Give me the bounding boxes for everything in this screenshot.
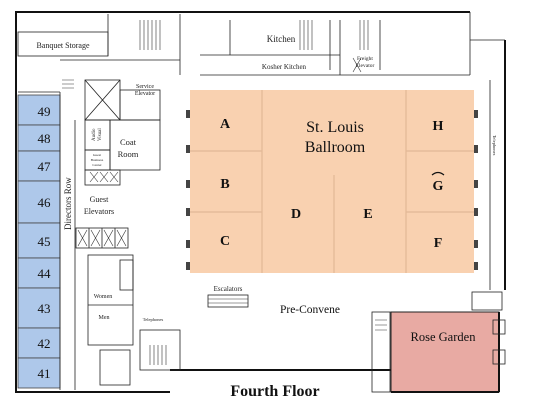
guest-business-center-label-1: Guest (93, 153, 101, 157)
rose-garden-label: Rose Garden (411, 330, 477, 344)
audio-visual-label-1: Audio (92, 128, 97, 141)
guest-elevators-label-2: Elevators (84, 207, 114, 216)
banquet-storage-label: Banquet Storage (36, 41, 90, 50)
room-49-label: 49 (38, 104, 51, 119)
telephones-right-label: Telephones (492, 135, 497, 156)
service-elevator-label-1: Service (136, 84, 154, 90)
section-f-label[interactable]: F (434, 236, 443, 251)
pre-convene-label: Pre-Convene (280, 304, 340, 316)
section-g-arc (431, 171, 445, 176)
coat-room-label-1: Coat (120, 137, 137, 147)
service-elevator-label-2: Elevator (135, 91, 155, 97)
floor-title: Fourth Floor (230, 383, 319, 400)
rose-garden-area[interactable] (391, 312, 499, 392)
directors-row-label: Directors Row (63, 177, 73, 230)
ballroom-title-line1: St. Louis (306, 119, 364, 136)
section-c-label[interactable]: C (220, 234, 230, 249)
audio-visual-label-2: Visual (98, 128, 103, 141)
building-walls (15, 11, 506, 393)
room-44-label: 44 (38, 266, 52, 281)
section-e-label[interactable]: E (363, 207, 372, 222)
room-44[interactable] (17, 257, 61, 289)
telephones-left-label: Telephones (143, 317, 164, 322)
guest-elevators-label-1: Guest (90, 195, 109, 204)
room-46-label: 46 (38, 195, 52, 210)
coat-room-label-2: Room (118, 149, 139, 159)
room-47-label: 47 (38, 159, 52, 174)
room-48-label: 48 (38, 131, 51, 146)
men-label: Men (99, 315, 110, 321)
section-g-label[interactable]: G (433, 179, 444, 194)
guest-business-center-label-3: Center (92, 163, 102, 167)
room-43[interactable] (17, 287, 61, 329)
section-d-label[interactable]: D (291, 207, 301, 222)
directors-row-rooms (17, 94, 61, 389)
room-43-label: 43 (38, 301, 51, 316)
ballroom-title-line2: Ballroom (305, 139, 366, 156)
ballroom-wall-studs (186, 110, 478, 270)
guest-business-center-label-2: Business (91, 158, 104, 162)
women-label: Women (94, 294, 113, 300)
room-41-label: 41 (38, 366, 51, 381)
kosher-kitchen-label: Kosher Kitchen (262, 63, 307, 71)
elevator-cross-marks (77, 57, 362, 247)
escalators-label: Escalators (214, 285, 243, 293)
room-45-label: 45 (38, 234, 51, 249)
freight-elevator-label-2: Elevator (356, 63, 375, 69)
section-a-label[interactable]: A (220, 117, 231, 132)
freight-elevator-label-1: Freight (357, 56, 373, 62)
kitchen-label: Kitchen (267, 34, 296, 44)
room-42-label: 42 (38, 336, 51, 351)
stair-hatching (62, 20, 387, 365)
ballroom-area[interactable] (190, 90, 474, 273)
room-45[interactable] (17, 222, 61, 259)
ballroom-grid (190, 90, 474, 273)
section-b-label[interactable]: B (220, 177, 229, 192)
section-h-label[interactable]: H (433, 119, 444, 134)
